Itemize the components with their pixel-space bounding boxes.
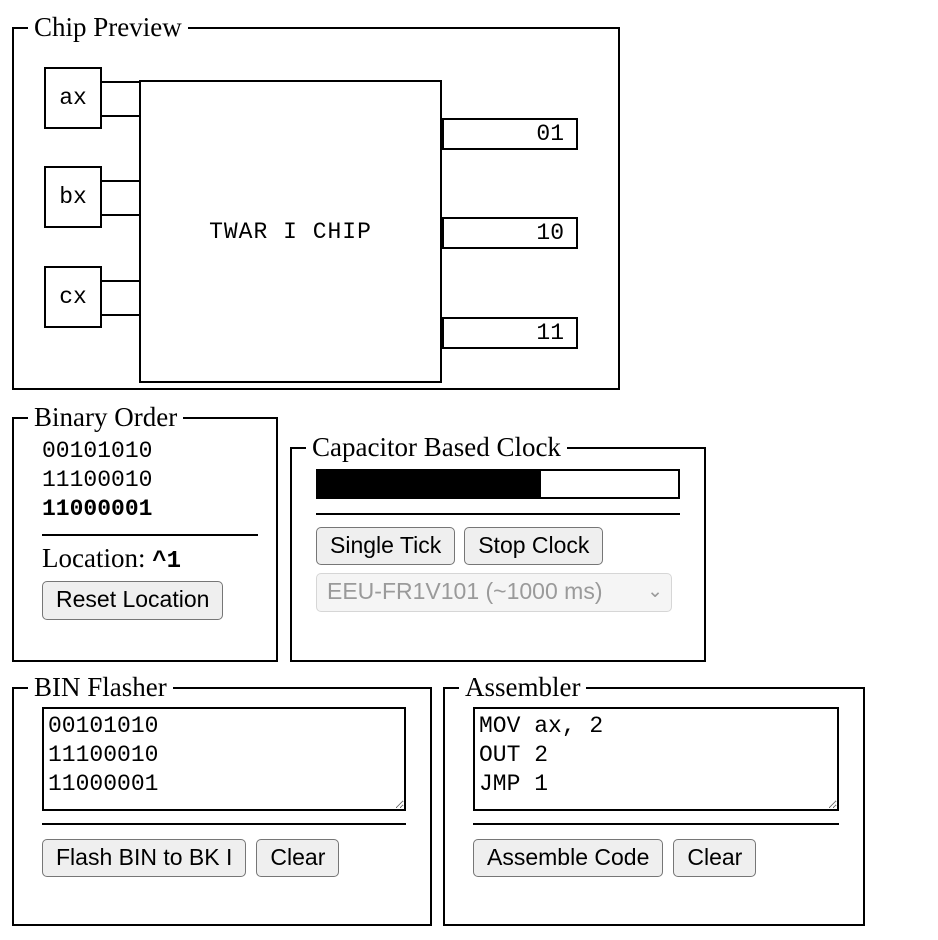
binary-order-divider [42, 533, 258, 536]
binary-order-actions: Reset Location [14, 581, 276, 620]
register-label-cx: cx [59, 284, 87, 310]
pin-ax-bottom [100, 115, 141, 117]
location-label: Location: [42, 542, 146, 573]
bin-flasher-clear-button[interactable]: Clear [256, 839, 340, 878]
assembler-legend: Assembler [465, 672, 581, 702]
register-box-cx: cx [44, 266, 102, 328]
bin-flasher-divider [42, 823, 406, 825]
register-box-ax: ax [44, 67, 102, 129]
output-value-1: 10 [536, 220, 564, 246]
capacitor-clock-legend: Capacitor Based Clock [312, 432, 561, 462]
assemble-code-button[interactable]: Assemble Code [473, 839, 664, 878]
binary-line-0: 00101010 [42, 438, 153, 464]
chip-preview-legend: Chip Preview [34, 12, 182, 42]
capacitor-select: EEU-FR1V101 (~1000 ms) ⌄ [316, 573, 672, 613]
binary-order-legend: Binary Order [34, 402, 178, 432]
reset-location-button[interactable]: Reset Location [42, 581, 224, 620]
clock-progress-bar [316, 469, 680, 499]
register-label-bx: bx [59, 184, 87, 210]
binary-order-panel: Binary Order 00101010 11100010 11000001 … [12, 404, 278, 662]
assembler-actions: Assemble Code Clear [445, 839, 863, 878]
chip-body: TWAR I CHIP [139, 80, 442, 383]
location-value: ^1 [152, 547, 182, 575]
chip-diagram: ax bx cx TWAR I CHIP 01 10 11 [14, 41, 618, 388]
output-value-0: 01 [536, 121, 564, 147]
bin-flasher-actions: Flash BIN to BK I Clear [14, 839, 430, 878]
chevron-down-icon: ⌄ [647, 581, 663, 603]
chip-preview-panel: Chip Preview ax bx cx TWAR I CHIP 01 10 [12, 14, 620, 390]
output-value-2: 11 [536, 320, 564, 346]
capacitor-clock-divider [316, 513, 680, 515]
assembler-divider [473, 823, 839, 825]
assembler-clear-button[interactable]: Clear [673, 839, 757, 878]
output-box-1: 10 [442, 217, 578, 249]
assembler-input-wrap [445, 701, 863, 811]
register-box-bx: bx [44, 166, 102, 228]
bin-flasher-legend: BIN Flasher [34, 672, 167, 702]
bin-flasher-panel: BIN Flasher Flash BIN to BK I Clear [12, 674, 432, 926]
pin-bx-top [100, 180, 141, 182]
chip-body-label: TWAR I CHIP [209, 218, 372, 245]
pin-cx-top [100, 280, 141, 282]
assembler-panel: Assembler Assemble Code Clear [443, 674, 865, 926]
flash-bin-button[interactable]: Flash BIN to BK I [42, 839, 247, 878]
capacitor-clock-actions: Single Tick Stop Clock [316, 527, 680, 566]
location-line: Location: ^1 [14, 542, 276, 575]
capacitor-clock-panel: Capacitor Based Clock Single Tick Stop C… [290, 434, 706, 662]
assembler-textarea[interactable] [473, 707, 839, 811]
stop-clock-button[interactable]: Stop Clock [464, 527, 604, 566]
binary-order-list: 00101010 11100010 11000001 [14, 431, 276, 524]
bin-flasher-input-wrap [14, 701, 430, 811]
pin-bx-bottom [100, 214, 141, 216]
output-box-0: 01 [442, 118, 578, 150]
output-box-2: 11 [442, 317, 578, 349]
bin-flasher-textarea[interactable] [42, 707, 406, 811]
binary-line-2-current: 11000001 [42, 495, 153, 522]
pin-cx-bottom [100, 314, 141, 316]
capacitor-select-value: EEU-FR1V101 (~1000 ms) [327, 578, 603, 605]
single-tick-button[interactable]: Single Tick [316, 527, 456, 566]
capacitor-clock-body: Single Tick Stop Clock EEU-FR1V101 (~100… [292, 461, 704, 613]
register-label-ax: ax [59, 85, 87, 111]
binary-line-1: 11100010 [42, 466, 153, 493]
pin-ax-top [100, 81, 141, 83]
clock-progress-fill [318, 471, 542, 497]
